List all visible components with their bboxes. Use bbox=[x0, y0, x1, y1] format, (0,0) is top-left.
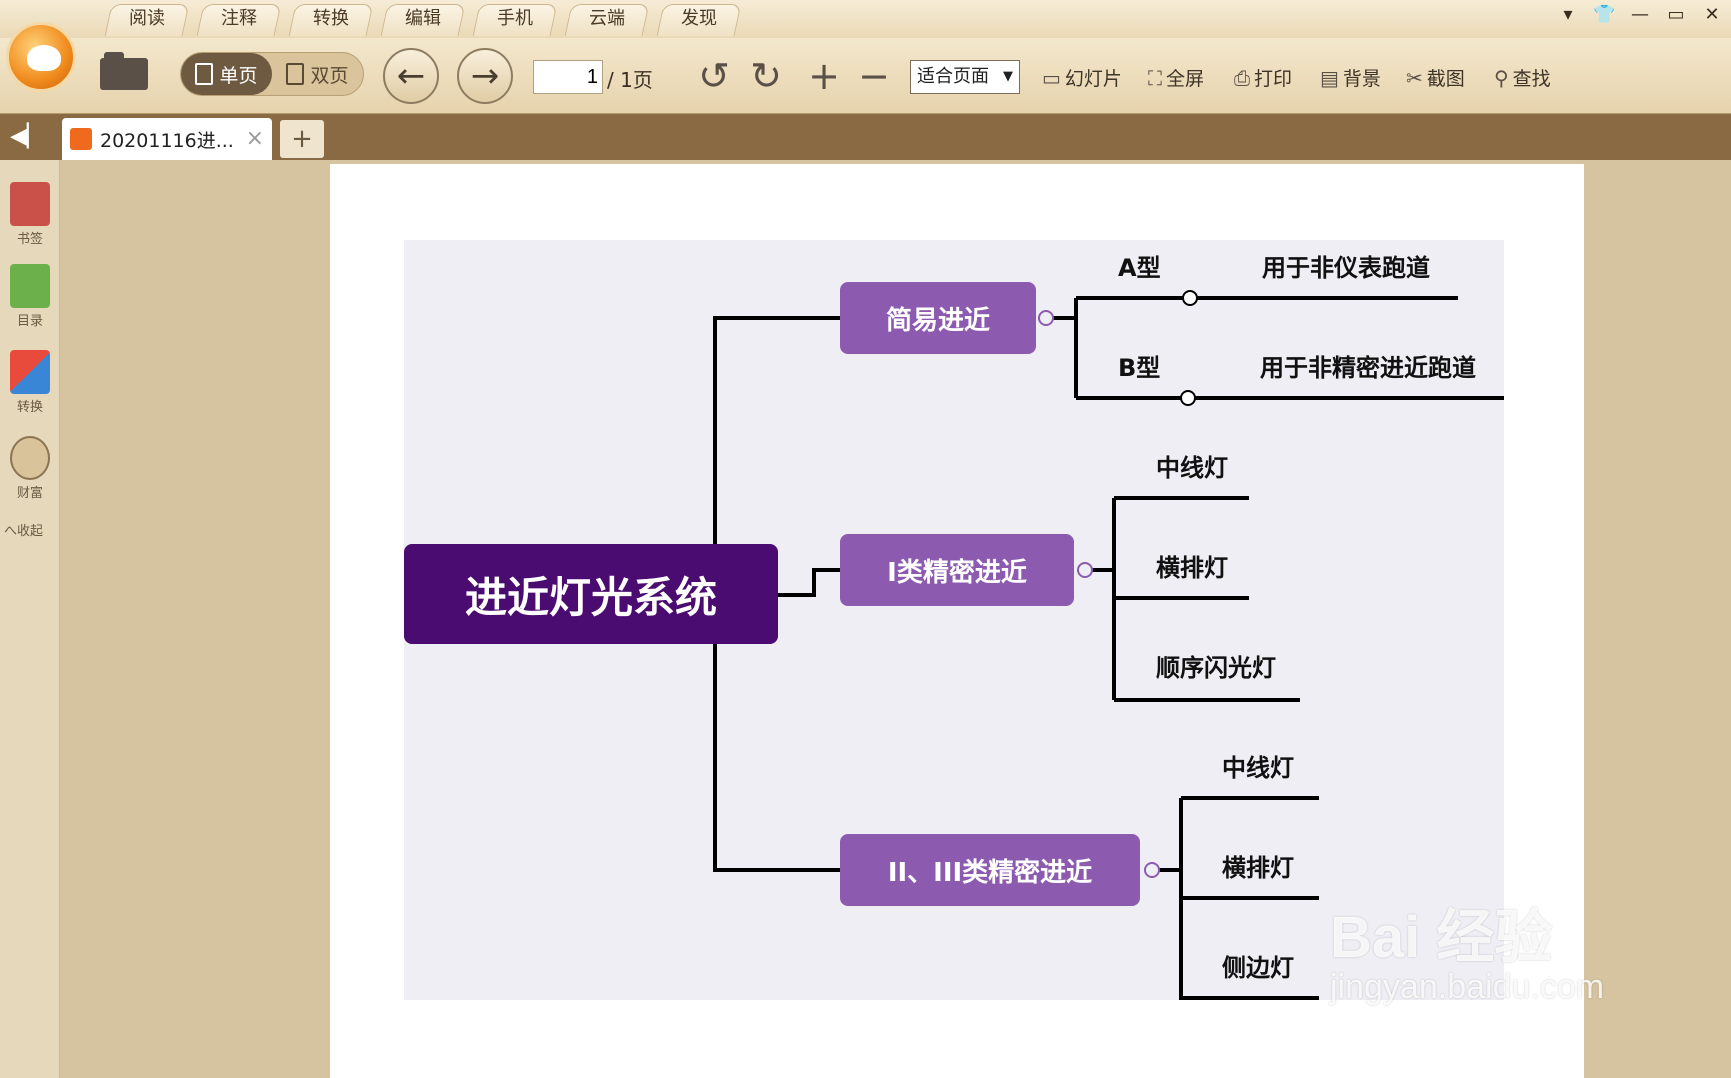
sidebar-item-wealth[interactable]: 财富 bbox=[6, 436, 54, 501]
menu-tabs: 阅读 注释 转换 编辑 手机 云端 发现 bbox=[100, 2, 744, 36]
sidebar-item-bookmark[interactable]: 书签 bbox=[6, 182, 54, 247]
leaf-centerline-2: 中线灯 bbox=[1222, 754, 1294, 782]
background-button[interactable]: ▤背景 bbox=[1320, 65, 1381, 91]
mind-map-connectors bbox=[713, 290, 1504, 1000]
document-area: 进近灯光系统 简易进近 I类精密进近 II、III类精密进近 A型 用于非仪表跑… bbox=[60, 160, 1731, 1078]
menu-tab-cloud[interactable]: 云端 bbox=[560, 2, 654, 36]
root-node: 进近灯光系统 bbox=[404, 544, 778, 644]
page-total: / 1页 bbox=[607, 68, 653, 92]
collapse-node-icon bbox=[1038, 310, 1054, 326]
add-tab-button[interactable]: + bbox=[280, 120, 324, 158]
double-page-icon bbox=[286, 63, 305, 85]
search-icon: ⚲ bbox=[1494, 65, 1509, 90]
slideshow-button[interactable]: ▭幻灯片 bbox=[1042, 65, 1122, 91]
tab-bar: ◀▏ 20201116进... × + bbox=[0, 114, 1731, 160]
collapse-sidebar-icon[interactable]: ◀▏ bbox=[10, 124, 44, 149]
sidebar: 书签 目录 转换 财富 へ收起 bbox=[0, 160, 60, 1078]
connector-branch-3 bbox=[713, 640, 840, 872]
money-bag-icon bbox=[10, 436, 50, 480]
connector-branch-1 bbox=[713, 316, 840, 595]
document-icon bbox=[70, 128, 92, 150]
collapse-node-icon bbox=[1180, 390, 1196, 406]
background-icon: ▤ bbox=[1320, 65, 1339, 90]
leaf-side-row: 侧边灯 bbox=[1222, 954, 1294, 982]
arrow-left-icon[interactable]: ← bbox=[383, 48, 439, 104]
slideshow-icon: ▭ bbox=[1042, 65, 1061, 90]
minimize-button[interactable]: — bbox=[1631, 4, 1649, 25]
watermark: Bai 经验 jingyan.baidu.com bbox=[1330, 905, 1605, 1006]
connector-branch-2 bbox=[778, 568, 840, 597]
menu-tab-discover[interactable]: 发现 bbox=[652, 2, 746, 36]
leaf-type-a: A型 bbox=[1118, 254, 1161, 282]
leaf-sequenced-flashing: 顺序闪光灯 bbox=[1156, 654, 1276, 682]
mind-map: 进近灯光系统 简易进近 I类精密进近 II、III类精密进近 A型 用于非仪表跑… bbox=[404, 240, 1504, 1000]
print-button[interactable]: ⎙打印 bbox=[1234, 65, 1293, 91]
bookmark-icon bbox=[10, 182, 50, 226]
leaf-crossbar-2: 横排灯 bbox=[1222, 854, 1294, 882]
collapse-node-icon bbox=[1144, 862, 1160, 878]
toolbar: 单页 双页 ← → / 1页 ↺ ↻ + − 适合页面 ▭幻灯片 ⛶全屏 ⎙打印… bbox=[0, 38, 1731, 114]
menu-tab-annotate[interactable]: 注释 bbox=[192, 2, 286, 36]
maximize-button[interactable]: ▭ bbox=[1667, 4, 1685, 25]
arrow-right-icon[interactable]: → bbox=[457, 48, 513, 104]
single-page-button[interactable]: 单页 bbox=[181, 53, 272, 95]
double-page-button[interactable]: 双页 bbox=[272, 53, 363, 95]
close-tab-icon[interactable]: × bbox=[245, 126, 264, 151]
branch-node-2: I类精密进近 bbox=[840, 534, 1074, 606]
skin-icon[interactable]: 👕 bbox=[1593, 4, 1616, 25]
scissors-icon: ✂ bbox=[1406, 65, 1423, 90]
collapse-node-icon bbox=[1182, 290, 1198, 306]
sidebar-item-convert[interactable]: 转换 bbox=[6, 350, 54, 415]
fullscreen-icon: ⛶ bbox=[1148, 65, 1162, 90]
dropdown-icon[interactable]: ▾ bbox=[1563, 4, 1573, 25]
menu-bar: 阅读 注释 转换 编辑 手机 云端 发现 ▾ 👕 — ▭ ✕ bbox=[0, 0, 1731, 38]
leaf-centerline-1: 中线灯 bbox=[1156, 454, 1228, 482]
leaf-crossbar-1: 横排灯 bbox=[1156, 554, 1228, 582]
view-mode-toggle: 单页 双页 bbox=[180, 52, 364, 96]
leaf-type-a-desc: 用于非仪表跑道 bbox=[1262, 254, 1430, 282]
branch-node-1: 简易进近 bbox=[840, 282, 1036, 354]
menu-tab-convert[interactable]: 转换 bbox=[284, 2, 378, 36]
zoom-out-icon[interactable]: − bbox=[858, 54, 890, 98]
zoom-select[interactable]: 适合页面 bbox=[910, 60, 1020, 94]
convert-icon bbox=[10, 350, 50, 394]
sidebar-item-toc[interactable]: 目录 bbox=[6, 264, 54, 329]
branch-node-3: II、III类精密进近 bbox=[840, 834, 1140, 906]
document-tab[interactable]: 20201116进... × bbox=[62, 118, 272, 160]
zoom-in-icon[interactable]: + bbox=[808, 54, 840, 98]
page-icon bbox=[195, 63, 214, 85]
leaf-type-b: B型 bbox=[1118, 354, 1161, 382]
find-button[interactable]: ⚲查找 bbox=[1494, 65, 1551, 91]
page-number-input[interactable] bbox=[533, 60, 603, 94]
collapse-toggle[interactable]: へ收起 bbox=[4, 524, 44, 539]
menu-tab-read[interactable]: 阅读 bbox=[100, 2, 194, 36]
close-button[interactable]: ✕ bbox=[1704, 4, 1720, 25]
menu-tab-mobile[interactable]: 手机 bbox=[468, 2, 562, 36]
printer-icon: ⎙ bbox=[1234, 65, 1250, 90]
menu-tab-edit[interactable]: 编辑 bbox=[376, 2, 470, 36]
document-page: 进近灯光系统 简易进近 I类精密进近 II、III类精密进近 A型 用于非仪表跑… bbox=[330, 164, 1584, 1078]
leaf-type-b-desc: 用于非精密进近跑道 bbox=[1260, 354, 1476, 382]
app-logo[interactable] bbox=[6, 22, 76, 92]
window-controls: ▾ 👕 — ▭ ✕ bbox=[1557, 4, 1723, 25]
rotate-left-icon[interactable]: ↺ bbox=[698, 54, 730, 98]
fullscreen-button[interactable]: ⛶全屏 bbox=[1148, 65, 1205, 91]
rotate-right-icon[interactable]: ↻ bbox=[750, 54, 782, 98]
screenshot-button[interactable]: ✂截图 bbox=[1406, 65, 1465, 91]
toc-icon bbox=[10, 264, 50, 308]
folder-icon[interactable] bbox=[100, 52, 148, 90]
collapse-node-icon bbox=[1077, 562, 1093, 578]
